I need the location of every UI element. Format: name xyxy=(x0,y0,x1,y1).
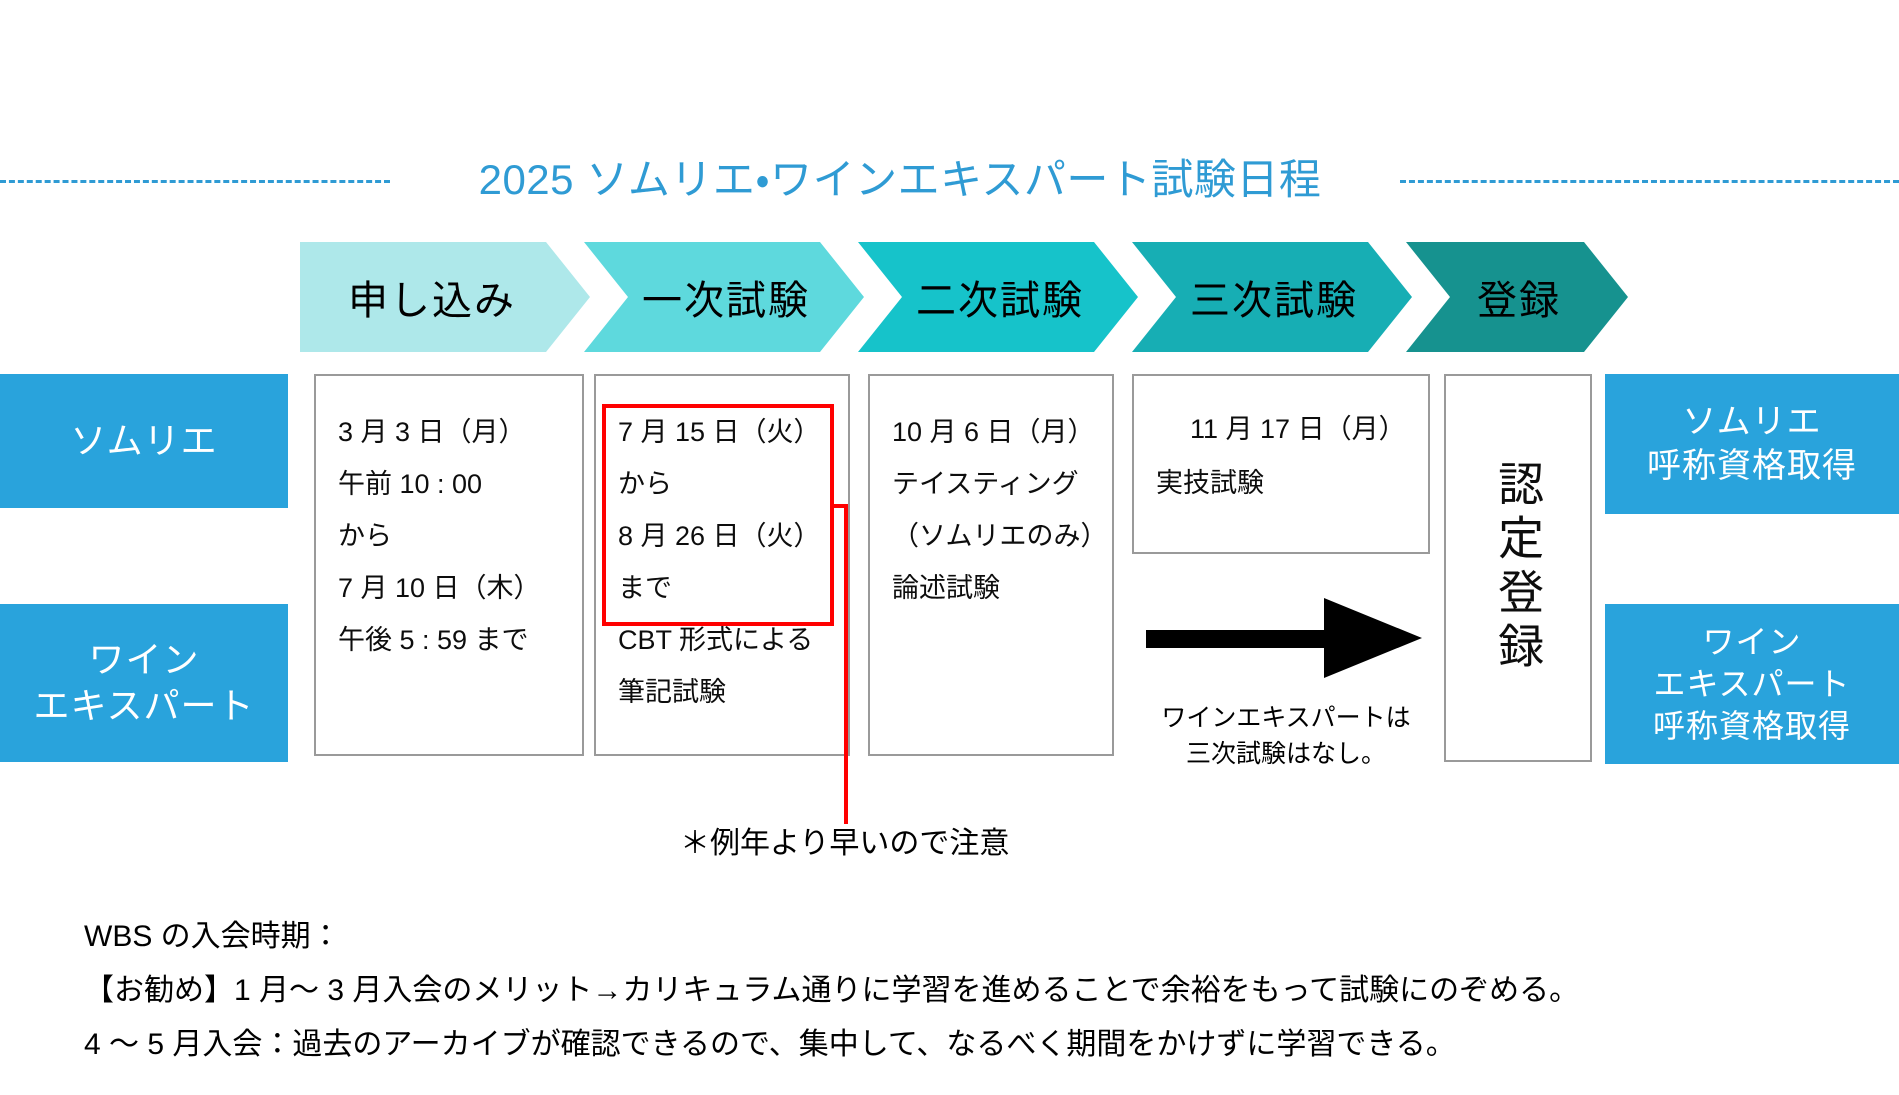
side-tag-wine-expert-left-line2: エキスパート xyxy=(33,685,255,726)
side-tag-wine-expert-right: ワイン エキスパート 呼称資格取得 xyxy=(1605,604,1899,764)
exam1-line-5: CBT 形式による xyxy=(618,625,814,655)
exam2-line-1: 10 月 6 日（月） xyxy=(892,417,1095,447)
side-tag-sommelier-right-line1: ソムリエ xyxy=(1682,403,1822,441)
red-leader-line xyxy=(844,504,848,824)
stage-label-register: 登録 xyxy=(1477,279,1561,323)
side-tag-sommelier-left-label: ソムリエ xyxy=(70,420,218,461)
side-tag-sommelier-right-line2: 呼称資格取得 xyxy=(1647,447,1857,485)
apply-line-4: 7 月 10 日（木） xyxy=(338,573,541,603)
exam2-line-2: テイスティング xyxy=(892,469,1079,499)
side-tag-wine-expert-right-line1: ワイン xyxy=(1702,624,1802,660)
footer-line-3: 4 〜 5 月入会：過去のアーカイブが確認できるので、集中して、なるべく期間をか… xyxy=(84,1028,1456,1061)
apply-line-3: から xyxy=(338,521,392,551)
stage-label-exam2: 二次試験 xyxy=(916,279,1084,323)
stage-label-apply: 申し込み xyxy=(348,279,516,323)
schedule-box-apply: 3 月 3 日（月） 午前 10 : 00 から 7 月 10 日（木） 午後 … xyxy=(314,374,584,756)
side-tag-wine-expert-right-line2: エキスパート xyxy=(1653,666,1851,702)
exam1-line-3: 8 月 26 日（火） xyxy=(618,521,821,551)
footer-line-2: 【お勧め】1 月〜 3 月入会のメリット→カリキュラム通りに学習を進めることで余… xyxy=(84,974,1580,1007)
schedule-box-registration: 認定登録 xyxy=(1444,374,1592,762)
schedule-box-exam3: 11 月 17 日（月） 実技試験 xyxy=(1132,374,1430,554)
stage-chevron-apply[interactable]: 申し込み xyxy=(300,242,590,352)
side-tag-sommelier-right: ソムリエ 呼称資格取得 xyxy=(1605,374,1899,514)
stage-chevron-register[interactable]: 登録 xyxy=(1406,242,1628,352)
registration-vertical-label: 認定登録 xyxy=(1492,460,1545,676)
dashed-rule-left xyxy=(0,180,390,183)
apply-line-2: 午前 10 : 00 xyxy=(338,469,483,499)
apply-line-1: 3 月 3 日（月） xyxy=(338,417,526,447)
side-tag-wine-expert-left-line1: ワイン xyxy=(88,639,200,680)
schedule-box-exam2: 10 月 6 日（月） テイスティング （ソムリエのみ） 論述試験 xyxy=(868,374,1114,756)
apply-line-5: 午後 5 : 59 まで xyxy=(338,625,529,655)
red-leader-elbow xyxy=(832,504,848,508)
exam1-line-6: 筆記試験 xyxy=(618,677,726,707)
side-tag-wine-expert-right-line3: 呼称資格取得 xyxy=(1652,708,1851,744)
stage-chevron-exam3[interactable]: 三次試験 xyxy=(1132,242,1412,352)
exam1-line-4: まで xyxy=(618,573,672,603)
schedule-box-exam1: 7 月 15 日（火） から 8 月 26 日（火） まで CBT 形式による … xyxy=(594,374,850,756)
exam3-line-1: 11 月 17 日（月） xyxy=(1190,414,1406,444)
progress-arrow-icon xyxy=(1146,598,1422,678)
stage-label-exam3: 三次試験 xyxy=(1190,279,1358,323)
stage-chevron-exam2[interactable]: 二次試験 xyxy=(858,242,1138,352)
arrow-note-line1: ワインエキスパートは xyxy=(1161,704,1411,732)
arrow-note-line2: 三次試験はなし。 xyxy=(1185,740,1386,768)
exam1-line-2: から xyxy=(618,469,672,499)
exam3-line-2: 実技試験 xyxy=(1156,468,1264,498)
stage-label-exam1: 一次試験 xyxy=(642,279,810,323)
exam2-line-4: 論述試験 xyxy=(892,573,1000,603)
exam1-line-1: 7 月 15 日（火） xyxy=(618,417,821,447)
footer-line-1: WBS の入会時期： xyxy=(84,920,341,953)
page-title: 2025 ソムリエ・ワインエキスパート試験日程 xyxy=(478,156,1322,203)
dashed-rule-right xyxy=(1400,180,1899,183)
arrow-note: ワインエキスパートは 三次試験はなし。 xyxy=(1126,700,1446,772)
side-tag-sommelier-left: ソムリエ xyxy=(0,374,288,508)
asterisk-note: ＊例年より早いので注意 xyxy=(680,827,1010,860)
exam2-line-3: （ソムリエのみ） xyxy=(892,521,1108,551)
side-tag-wine-expert-left: ワイン エキスパート xyxy=(0,604,288,762)
footer-notes: WBS の入会時期： 【お勧め】1 月〜 3 月入会のメリット→カリキュラム通り… xyxy=(84,910,1844,1072)
stage-chevron-exam1[interactable]: 一次試験 xyxy=(584,242,864,352)
title-row: 2025 ソムリエ・ワインエキスパート試験日程 xyxy=(0,150,1899,212)
